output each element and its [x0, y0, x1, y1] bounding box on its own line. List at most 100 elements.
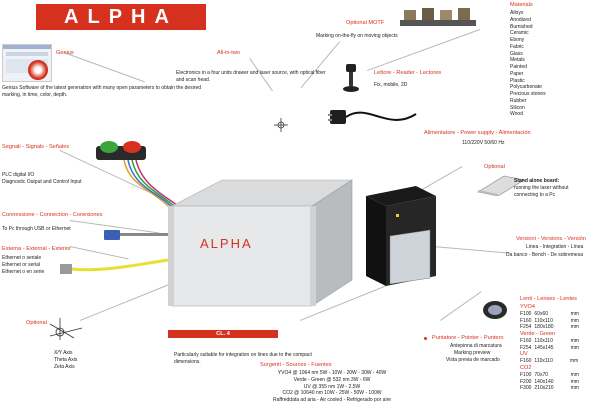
crosshair-icon [274, 118, 288, 132]
standalone-optional-label: Optional [484, 164, 505, 170]
sources-list: YVO4 @ 1064 nm 5W - 10W - 20W - 30W - 40… [232, 370, 432, 404]
usb-cable-icon [104, 228, 168, 242]
lens-field: 60x60 [534, 311, 549, 318]
lens-field: 210x210 [534, 385, 554, 392]
list-item: Glass [510, 50, 523, 57]
genius-logo-icon [28, 60, 48, 80]
lens-unit: mm [570, 311, 579, 318]
list-item: Anodized [510, 16, 531, 23]
power-text: 110/220V 50/60 Hz [462, 140, 505, 146]
list-item: Ceramic [510, 30, 529, 37]
connector-line [63, 52, 145, 83]
lens-focal: F300 [520, 385, 532, 392]
lens-field: 110x110 [534, 358, 553, 365]
sources-label: Sorgenti - Sources - Fuentes [260, 362, 332, 368]
list-item: Plastic [510, 77, 525, 84]
pointer-line-2: Marking preview [454, 350, 491, 356]
axis-line-3: Zeta Axis [54, 364, 75, 370]
genius-text: Genius Software of the latest generation… [2, 85, 202, 98]
lens-focal: F160 [520, 317, 532, 324]
lens-unit: mm [570, 378, 579, 385]
all-in-two-text: Electronics in a four units drawer and l… [176, 70, 326, 83]
lens-unit: mm [569, 358, 579, 365]
device-front-label: ALPHA [200, 236, 253, 251]
integration-text: Particularly suitable for integration on… [174, 352, 312, 365]
lens-group-name: CO2 [520, 364, 532, 371]
lens-image [482, 300, 508, 320]
ethernet-cable-icon [60, 252, 170, 282]
lens-focal: F254 [520, 324, 532, 331]
external-line-1: Ethernet o seriale [2, 255, 42, 261]
pointer-dot-icon [424, 337, 427, 340]
connections-text: To Pc through USB or Ethernet [2, 226, 71, 232]
lens-unit: mm [570, 372, 579, 379]
power-cable-icon [328, 100, 418, 134]
source-line-1: YVO4 @ 1064 nm 5W - 10W - 20W - 30W - 40… [277, 370, 387, 376]
axis-diagram-icon [46, 314, 86, 342]
external-line-2: Ethernet or serial [2, 262, 41, 268]
lens-field: 140x140 [534, 378, 554, 385]
lens-group-name: Verde - Green [520, 330, 556, 337]
axis-line-1: X/Y Axis [54, 350, 73, 356]
versions-line2: Da banco - Bench - De sobremesa [506, 252, 583, 258]
lens-unit: mm [570, 344, 579, 351]
reader-text: Fix, mobile, 2D [374, 82, 408, 88]
lens-group-name: UV [520, 351, 528, 358]
list-item: Ebony [510, 37, 525, 43]
axis-optional-label: Optional [26, 320, 47, 326]
signal-buttons-icon [96, 138, 146, 162]
lens-unit: mm [570, 338, 579, 345]
barcode-reader-icon [342, 64, 362, 92]
reader-label: Lettore - Reader - Lectores [374, 70, 442, 76]
list-item: Precious stones [510, 91, 546, 97]
list-item: Polycarbonate [510, 84, 542, 91]
signals-label: Segnali - Signals - Señales [2, 144, 70, 150]
lens-unit: mm [570, 317, 579, 324]
lens-field: 180x180 [534, 324, 554, 331]
axis-line-2: Theta Axis [54, 357, 78, 363]
source-line-2: Verde - Green @ 532 nm 3W - 6W [293, 376, 371, 383]
lens-field: 145x145 [534, 344, 554, 351]
list-item: Painted [510, 64, 527, 70]
all-in-two-label: All-in-two [217, 50, 241, 56]
lenses-label: Lenti - Lenses - Lentes [520, 296, 577, 302]
lens-field: 110x110 [534, 317, 553, 324]
title-banner: ALPHA [36, 4, 206, 30]
pointer-label: Puntatore - Pointer - Puntero [432, 335, 504, 341]
standalone-text-block: Stand alone board: running the laser wit… [514, 178, 594, 198]
source-line-5: Raffreddata ad aria - Air cooled - Refri… [272, 397, 392, 403]
standalone-title: Stand alone board: [514, 178, 560, 184]
versions-label: Versioni - Versions - Versión [516, 236, 586, 242]
versions-line1: Linea - Integration - Línea [526, 244, 584, 250]
lens-focal: F100 [520, 311, 532, 318]
external-label: Esterna - External - Exterior [2, 246, 72, 252]
lens-focal: F200 [520, 378, 532, 385]
standalone-text: running the laser without connecting to … [514, 184, 569, 198]
list-item: Burnished [510, 23, 533, 30]
standalone-board-image [474, 172, 528, 197]
list-item: Paper [510, 70, 524, 77]
laser-head-image [356, 186, 438, 296]
connector-line [440, 291, 482, 321]
class-4-badge: CL. 4 [168, 330, 278, 338]
lens-unit: mm [570, 324, 579, 331]
pointer-line-3: Vista previa de marcado [446, 357, 500, 363]
list-item: Fabric [510, 43, 524, 50]
signals-line1: PLC digital I/O [2, 172, 35, 178]
lens-unit: mm [570, 385, 579, 392]
list-item: Metals [510, 57, 525, 64]
signals-line2: Diagnostic Output and Control Input [2, 179, 82, 185]
source-line-3: UV @ 355 nm 1W - 2,5W [303, 383, 361, 390]
